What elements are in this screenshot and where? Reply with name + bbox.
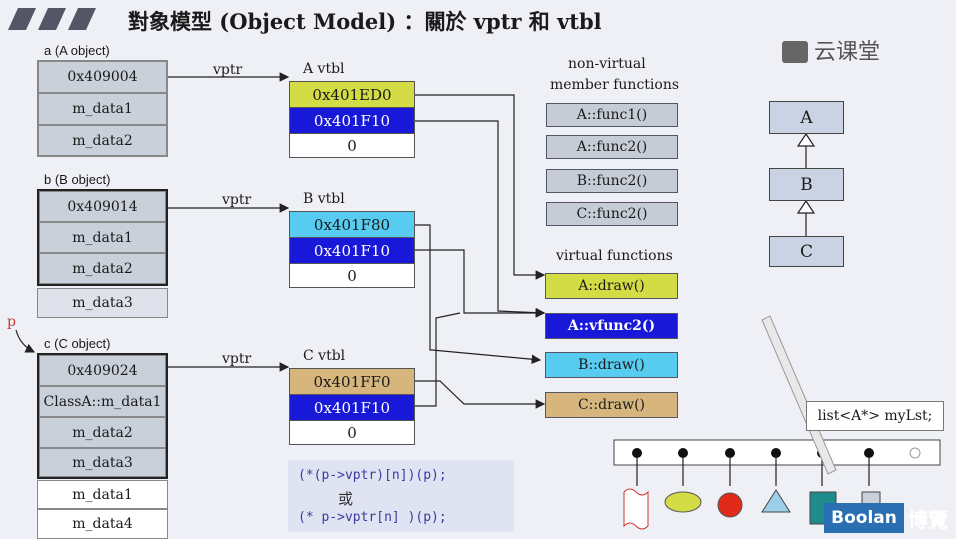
object-c-label: c (C object) (44, 336, 111, 351)
fn-a-vfunc2: A::vfunc2() (545, 313, 678, 339)
fn-c-draw: C::draw() (545, 392, 678, 418)
mylist-label: list<A*> myLst; (806, 401, 944, 431)
p-arrow (15, 329, 36, 353)
book-icon (782, 41, 808, 63)
object-c-data3: m_data3 (39, 448, 166, 477)
code-snippet: (*(p->vptr)[n])(p); 或 (* p->vptr[n] )(p)… (288, 460, 514, 532)
triangle-shape (761, 489, 791, 513)
page-title: 對象模型 (Object Model) ：關於 vptr 和 vtbl (128, 9, 602, 34)
nonvirtual-heading-1: non-virtual (568, 56, 646, 72)
nonvirtual-heading-2: member functions (550, 77, 680, 93)
object-b-data3: m_data3 (37, 288, 168, 318)
vtbl-c: 0x401FF0 0x401F10 0 (289, 368, 415, 445)
fn-a-draw: A::draw() (545, 273, 678, 299)
code-line-1: (*(p->vptr)[n])(p); (298, 468, 447, 483)
object-b-label: b (B object) (44, 172, 111, 187)
vtbl-c-slot2: 0 (347, 423, 357, 442)
pointer-label: p (7, 314, 16, 330)
boolan-cn-logo: 博覽 (908, 508, 948, 532)
code-or: 或 (338, 490, 354, 508)
vptr-label-b: vptr (222, 192, 252, 208)
brand-logo: 云课堂 (782, 34, 880, 66)
vtbl-a-slot1: 0x401F10 (290, 108, 414, 134)
class-c-box: C (769, 236, 844, 267)
object-b: 0x409014 m_data1 m_data2 (37, 189, 168, 286)
vtbl-c-slot0: 0x401FF0 (290, 369, 414, 395)
vtbl-c-label: C vtbl (303, 348, 346, 364)
boolan-logo: Boolan (824, 503, 904, 533)
list-diagram (613, 439, 941, 530)
object-a: 0x409004 m_data1 m_data2 (37, 60, 168, 157)
vtbl-b: 0x401F80 0x401F10 0 (289, 211, 415, 288)
object-a-vptr: 0x409004 (38, 61, 167, 93)
object-b-data2: m_data2 (39, 253, 166, 284)
vtbl-a-label: A vtbl (303, 61, 345, 77)
object-c: 0x409024 ClassA::m_data1 m_data2 m_data3 (37, 353, 168, 479)
vtbl-a-slot0: 0x401ED0 (290, 82, 414, 108)
ellipse-shape (664, 491, 702, 513)
object-a-data1: m_data1 (38, 93, 167, 125)
object-a-label: a (A object) (44, 43, 110, 58)
cloud-shape (623, 488, 649, 530)
code-line-2: (* p->vptr[n] )(p); (298, 510, 447, 525)
object-a-data2: m_data2 (38, 125, 167, 156)
object-c-data1: m_data1 (37, 480, 168, 509)
vtbl-a-slot2: 0 (347, 136, 357, 155)
object-c-data4: m_data4 (37, 509, 168, 539)
fn-b-draw: B::draw() (545, 352, 678, 378)
class-b-box: B (769, 168, 844, 201)
header-bars-icon (8, 8, 96, 30)
object-b-vptr: 0x409014 (39, 191, 166, 222)
object-c-classa-data1: ClassA::m_data1 (39, 386, 166, 417)
object-c-vptr: 0x409024 (39, 355, 166, 386)
inherit-arrow-ab (796, 132, 816, 147)
object-b-data1: m_data1 (39, 222, 166, 253)
inherit-arrow-bc (796, 199, 816, 214)
virtual-heading: virtual functions (556, 248, 673, 264)
vtbl-a: 0x401ED0 0x401F10 0 (289, 81, 415, 158)
brand-text: 云课堂 (814, 40, 881, 65)
vtbl-b-slot1: 0x401F10 (290, 238, 414, 264)
vptr-label-a: vptr (213, 62, 243, 78)
vtbl-c-slot1: 0x401F10 (290, 395, 414, 421)
fn-a-func1: A::func1() (546, 103, 678, 127)
vtbl-b-label: B vtbl (303, 191, 345, 207)
class-a-box: A (769, 101, 844, 134)
vtbl-b-slot0: 0x401F80 (290, 212, 414, 238)
fn-b-func2: B::func2() (546, 169, 678, 193)
object-c-data2: m_data2 (39, 417, 166, 448)
fn-c-func2: C::func2() (546, 202, 678, 226)
fn-a-func2: A::func2() (546, 135, 678, 159)
vtbl-b-slot2: 0 (347, 266, 357, 285)
circle-shape (717, 492, 743, 518)
vptr-label-c: vptr (222, 351, 252, 367)
